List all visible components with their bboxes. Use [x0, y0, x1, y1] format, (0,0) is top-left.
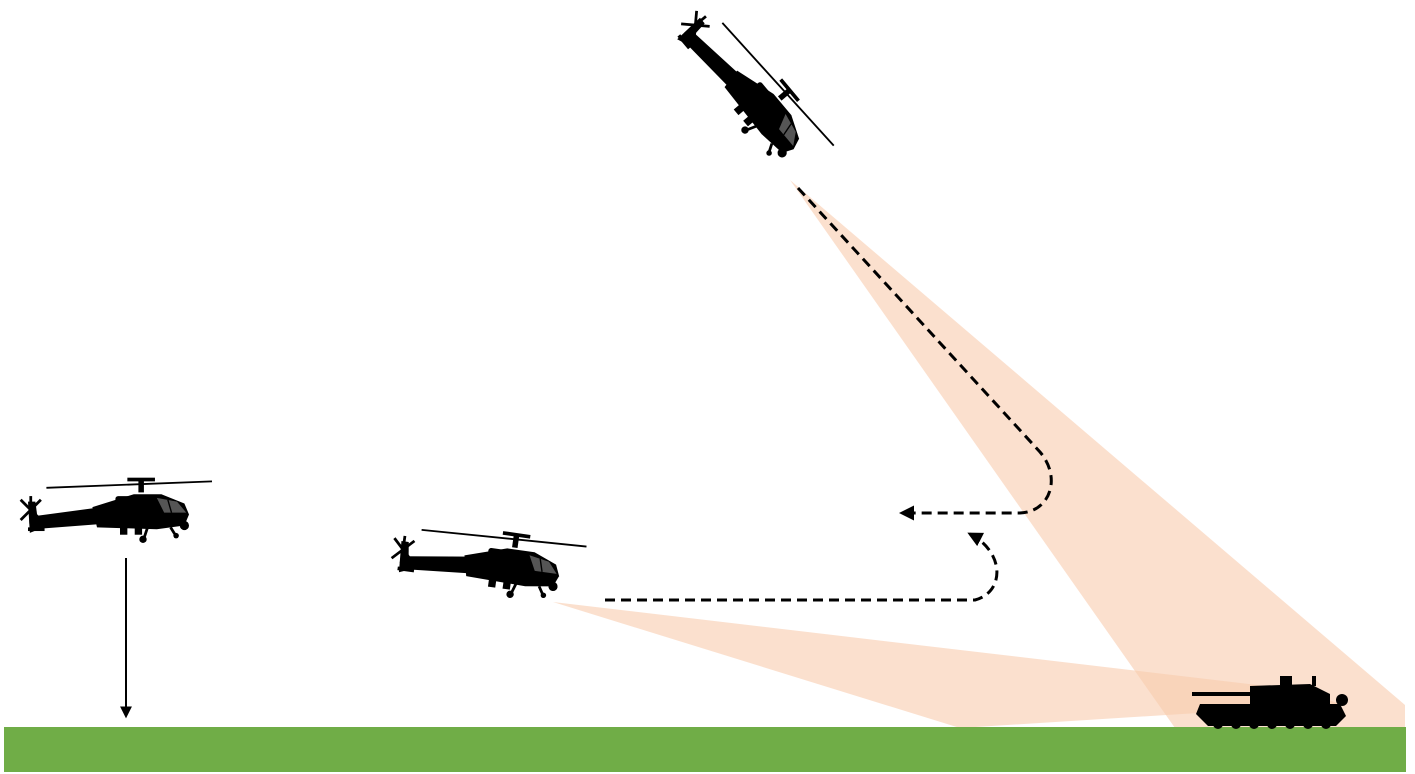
- dive-flight-path: [796, 186, 1053, 521]
- attack-helicopter-icon: [387, 514, 589, 609]
- ground: [4, 727, 1406, 772]
- sensor-cone-dive: [790, 180, 1405, 728]
- sensor-cone-low: [553, 602, 1340, 728]
- attack-helicopter-icon: [662, 0, 838, 187]
- attack-helicopter-icon: [19, 476, 214, 545]
- low-level-flight-path: [605, 532, 999, 602]
